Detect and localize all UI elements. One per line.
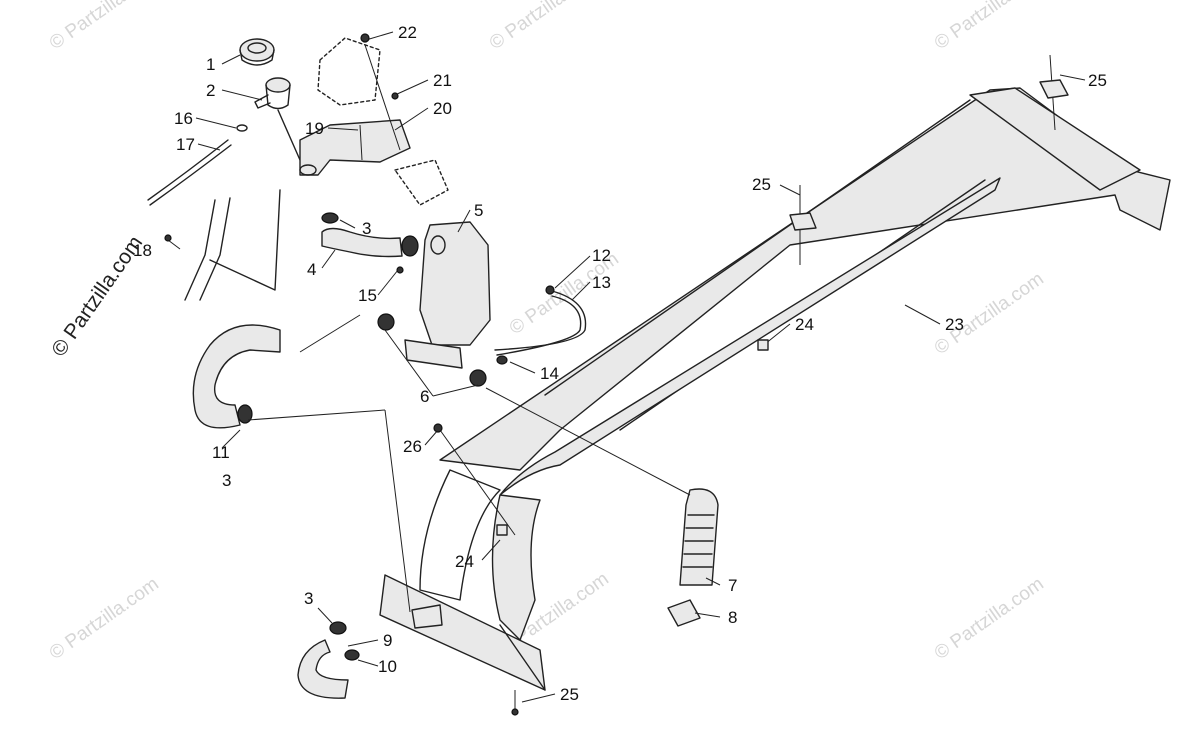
callout-20: 20 [433, 99, 452, 118]
heat-exchanger-tunnel [379, 87, 1171, 691]
callout-10: 10 [378, 657, 397, 676]
callout-23: 23 [945, 315, 964, 334]
callout-13: 13 [592, 273, 611, 292]
callout-3: 3 [362, 219, 371, 238]
callout-19: 19 [305, 119, 324, 138]
callout-2: 2 [206, 81, 215, 100]
watermark: © Partzilla.com [486, 0, 603, 54]
callout-8: 8 [728, 608, 737, 627]
callout-25c: 25 [560, 685, 579, 704]
callout-17: 17 [176, 135, 195, 154]
callout-25b: 25 [752, 175, 771, 194]
callout-5: 5 [474, 201, 483, 220]
callout-labels: 1 2 3 4 5 6 7 8 9 10 11 3 3 12 13 14 15 … [133, 23, 1107, 704]
callout-12: 12 [592, 246, 611, 265]
thermostat-housing [404, 221, 491, 369]
mounting-bracket [299, 37, 449, 206]
filler-neck [254, 77, 301, 161]
callout-26: 26 [403, 437, 422, 456]
callout-14: 14 [540, 364, 559, 383]
callout-16: 16 [174, 109, 193, 128]
lower-hose [297, 604, 443, 699]
callout-21: 21 [433, 71, 452, 90]
bypass-hose [494, 285, 587, 365]
overflow-hose [147, 124, 248, 206]
callout-1: 1 [206, 55, 215, 74]
callout-18: 18 [133, 241, 152, 260]
upper-hose [321, 212, 419, 258]
callout-3c: 3 [304, 589, 313, 608]
watermark-group: © Partzilla.com © Partzilla.com © Partzi… [46, 0, 1048, 664]
callout-24b: 24 [455, 552, 474, 571]
watermark: © Partzilla.com [46, 0, 163, 54]
callout-22: 22 [398, 23, 417, 42]
leader-lines [167, 31, 1086, 715]
wire-harness [184, 189, 281, 301]
watermark: © Partzilla.com [931, 0, 1048, 54]
hose-clamps [377, 313, 487, 387]
callout-7: 7 [728, 576, 737, 595]
callout-11: 11 [212, 443, 230, 462]
watermark: © Partzilla.com [46, 573, 163, 664]
callout-24: 24 [795, 315, 814, 334]
callout-3b: 3 [222, 471, 231, 490]
callout-6: 6 [420, 387, 429, 406]
callout-15: 15 [358, 286, 377, 305]
callout-25: 25 [1088, 71, 1107, 90]
hardware [164, 33, 1069, 716]
watermark: © Partzilla.com [931, 268, 1048, 359]
corrugated-hose [667, 488, 719, 627]
large-hose [192, 324, 281, 429]
callout-4: 4 [307, 260, 316, 279]
watermark: © Partzilla.com [931, 573, 1048, 664]
callout-9: 9 [383, 631, 392, 650]
radiator-cap [239, 38, 275, 66]
